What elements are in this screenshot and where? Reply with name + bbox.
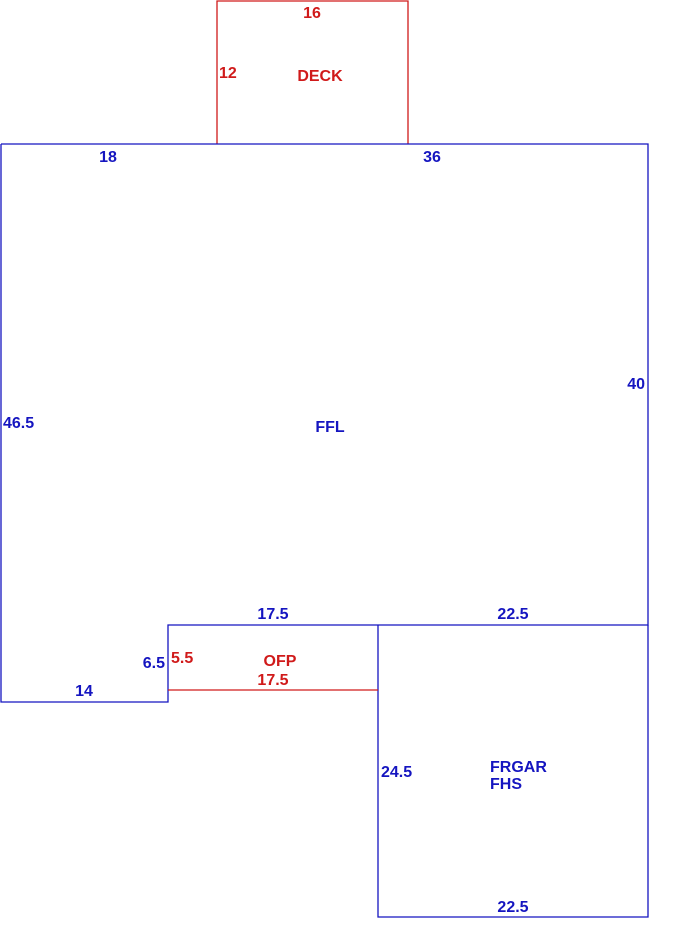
dim-garage-top: 22.5 [497, 606, 528, 623]
ofp-label: OFP [264, 653, 297, 670]
dim-bottom-left: 14 [75, 683, 93, 700]
dim-ofp-side: 5.5 [171, 650, 193, 667]
deck-label: DECK [297, 68, 343, 85]
deck-outline [216, 0, 409, 144]
dim-left-side: 46.5 [3, 415, 34, 432]
dim-deck-top: 16 [303, 5, 321, 22]
main-house-outline [0, 143, 649, 703]
dim-right-side: 40 [627, 376, 645, 393]
dim-garage-bottom: 22.5 [497, 899, 528, 916]
garage-outline [377, 625, 649, 918]
fhs-label: FHS [490, 776, 522, 793]
dim-garage-left: 24.5 [381, 764, 412, 781]
dim-top-right: 36 [423, 149, 441, 166]
dim-deck-left: 12 [219, 65, 237, 82]
frgar-label: FRGAR [490, 759, 547, 776]
dim-step-side: 6.5 [143, 655, 165, 672]
dim-ofp-top: 17.5 [257, 606, 288, 623]
ffl-label: FFL [315, 419, 345, 436]
dim-top-left: 18 [99, 149, 117, 166]
dim-ofp-bottom: 17.5 [257, 672, 288, 689]
